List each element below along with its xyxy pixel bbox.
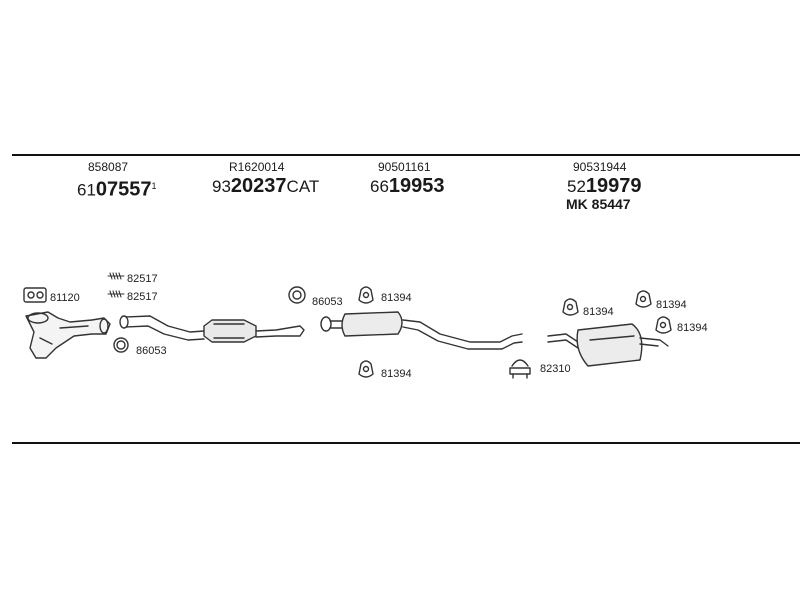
ring-86053-icon <box>288 286 306 304</box>
part-number-4: 5219979 <box>567 175 642 197</box>
bolt-82517-icon <box>107 272 125 298</box>
rubber-hanger-icon <box>562 298 579 316</box>
middle-silencer-icon <box>320 311 523 350</box>
bottom-rule <box>12 442 800 444</box>
label-81394-d: 81394 <box>656 299 687 311</box>
rear-silencer-icon <box>547 323 669 367</box>
part-number-3: 6619953 <box>370 175 445 197</box>
gasket-81120-icon <box>23 287 47 303</box>
part-kit-4: MK 85447 <box>566 196 631 212</box>
label-81120: 81120 <box>50 292 80 304</box>
part-ref-3: 90501161 <box>378 160 431 174</box>
top-rule <box>12 154 800 156</box>
part-ref-1: 858087 <box>88 160 129 174</box>
label-81394-b: 81394 <box>381 368 412 380</box>
label-82310: 82310 <box>540 363 571 375</box>
rubber-hanger-icon <box>358 360 374 378</box>
pipe-clamp-icon <box>509 359 531 379</box>
label-86053-a: 86053 <box>136 345 167 357</box>
part-number-2: 9320237CAT <box>212 175 320 197</box>
rubber-hanger-icon <box>655 316 672 334</box>
ring-86053-icon <box>113 337 129 353</box>
label-82517-a: 82517 <box>127 273 158 285</box>
catalytic-converter-icon <box>119 315 305 343</box>
label-81394-c: 81394 <box>583 306 614 318</box>
part-ref-2: R1620014 <box>229 160 285 174</box>
rubber-hanger-icon <box>635 290 652 308</box>
part-number-1: 61075571 <box>77 178 157 201</box>
rubber-hanger-icon <box>358 286 374 304</box>
label-82517-b: 82517 <box>127 291 158 303</box>
label-81394-a: 81394 <box>381 292 412 304</box>
label-81394-e: 81394 <box>677 322 708 334</box>
label-86053-b: 86053 <box>312 296 343 308</box>
exhaust-manifold-icon <box>25 311 111 359</box>
part-ref-4: 90531944 <box>573 160 627 174</box>
